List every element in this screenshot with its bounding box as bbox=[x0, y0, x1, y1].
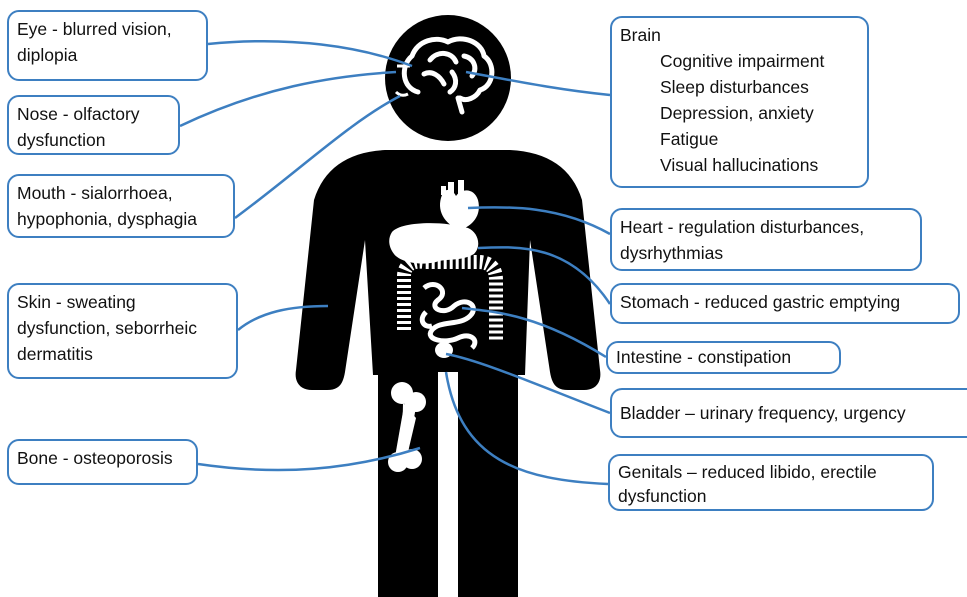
intestine-label-line-1: Intestine - constipation bbox=[616, 344, 831, 370]
intestine-label-box: Intestine - constipation bbox=[606, 341, 841, 374]
mouth-label-line-1: Mouth - sialorrhoea, bbox=[17, 180, 225, 206]
brain-item-sleep: Sleep disturbances bbox=[620, 74, 859, 100]
nose-label-line-1: Nose - olfactory bbox=[17, 101, 170, 127]
mouth-label-line-2: hypophonia, dysphagia bbox=[17, 206, 225, 232]
nose-label-line-2: dysfunction bbox=[17, 127, 170, 153]
mouth-label-box: Mouth - sialorrhoea, hypophonia, dysphag… bbox=[7, 174, 235, 238]
brain-item-cognitive: Cognitive impairment bbox=[620, 48, 859, 74]
skin-label-box: Skin - sweating dysfunction, seborrheic … bbox=[7, 283, 238, 379]
eye-label-line-2: diplopia bbox=[17, 42, 198, 68]
skin-label-line-2: dysfunction, seborrheic bbox=[17, 315, 228, 341]
brain-item-depression: Depression, anxiety bbox=[620, 100, 859, 126]
eye-label-box: Eye - blurred vision, diplopia bbox=[7, 10, 208, 81]
heart-label-box: Heart - regulation disturbances, dysrhyt… bbox=[610, 208, 922, 271]
bladder-label-line-1: Bladder – urinary frequency, urgency bbox=[620, 400, 959, 426]
stomach-label-box: Stomach - reduced gastric emptying bbox=[610, 283, 960, 324]
genitals-label-line-2: dysfunction bbox=[618, 484, 924, 508]
eye-label-line-1: Eye - blurred vision, bbox=[17, 16, 198, 42]
nose-label-box: Nose - olfactory dysfunction bbox=[7, 95, 180, 155]
genitals-label-box: Genitals – reduced libido, erectile dysf… bbox=[608, 454, 934, 511]
right-leg bbox=[458, 370, 518, 597]
brain-label-box: Brain Cognitive impairment Sleep disturb… bbox=[610, 16, 869, 188]
connector-eye bbox=[208, 41, 412, 66]
brain-label-title: Brain bbox=[620, 22, 859, 48]
bone-label-line-1: Bone - osteoporosis bbox=[17, 445, 188, 471]
heart-label-line-1: Heart - regulation disturbances, bbox=[620, 214, 912, 240]
stomach-label-line-1: Stomach - reduced gastric emptying bbox=[620, 289, 950, 315]
skin-label-line-1: Skin - sweating bbox=[17, 289, 228, 315]
bone-label-box: Bone - osteoporosis bbox=[7, 439, 198, 485]
brain-item-hallucinations: Visual hallucinations bbox=[620, 152, 859, 178]
heart-label-line-2: dysrhythmias bbox=[620, 240, 912, 266]
bladder-label-box: Bladder – urinary frequency, urgency bbox=[610, 388, 967, 438]
brain-item-fatigue: Fatigue bbox=[620, 126, 859, 152]
skin-label-line-3: dermatitis bbox=[17, 341, 228, 367]
genitals-label-line-1: Genitals – reduced libido, erectile bbox=[618, 460, 924, 484]
